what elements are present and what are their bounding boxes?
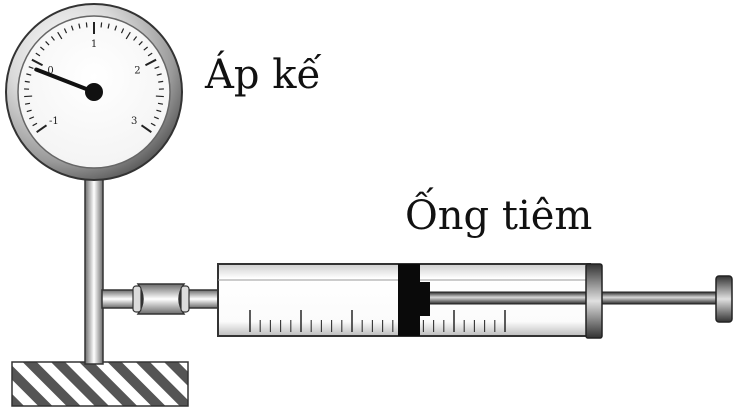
gauge-needle-hub [85,83,103,101]
gauge-tick [86,22,87,27]
gauge-tick [25,81,30,82]
gauge-scale-number: 3 [131,116,137,127]
gauge-scale-number: 1 [91,39,97,50]
gauge-scale-number: -1 [49,116,59,127]
syringe-label: Ống tiêm [405,193,592,239]
barrel-flange [586,264,602,338]
gauge-tick [158,81,163,82]
gauge-tick [101,22,102,27]
valve-connector [133,284,189,314]
gauge-tick [158,103,163,104]
gauge-tick [156,96,164,97]
plunger-rod [428,292,728,304]
base-block [12,362,188,406]
plunger-thumb-cap [716,276,732,322]
vertical-pipe [85,170,103,364]
gauge-tick [25,103,30,104]
gauge-label: Áp kế [205,52,321,98]
gauge-tick [24,96,32,97]
gauge-scale-number: 2 [134,65,140,76]
